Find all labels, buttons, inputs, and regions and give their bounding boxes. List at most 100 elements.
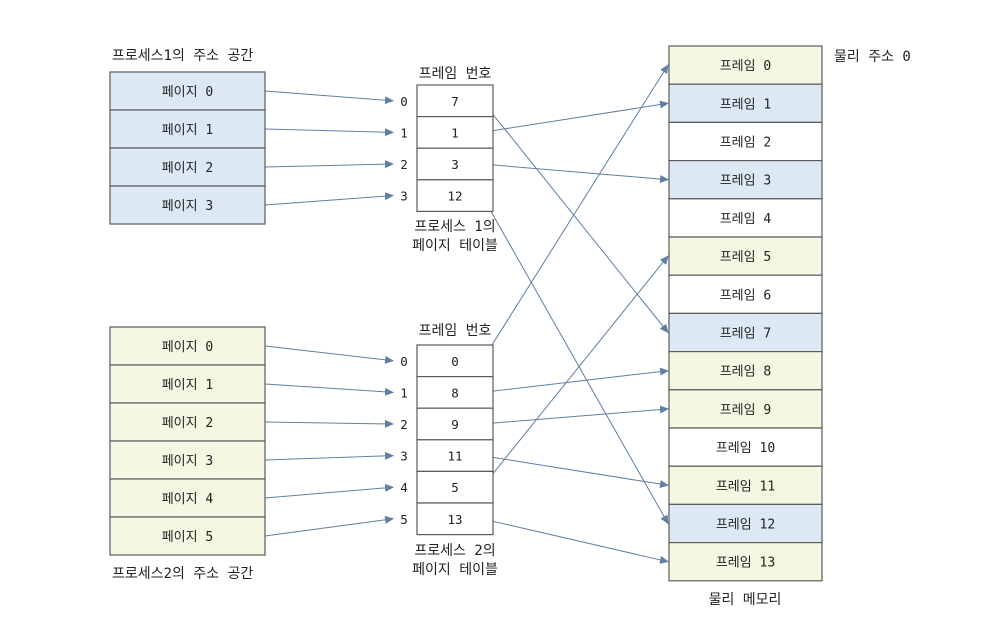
process2-page: 페이지 5 [109, 516, 266, 556]
memory-frame: 프레임 1 [668, 83, 823, 123]
memory-frame-label: 프레임 10 [716, 441, 775, 456]
process2-table-index: 3 [400, 449, 408, 464]
memory-frame-label: 프레임 7 [720, 327, 772, 342]
process1-page-to-table-arrow [264, 128, 394, 137]
process2-table-entry: 8 [416, 376, 494, 409]
memory-frame-label: 프레임 2 [720, 136, 772, 151]
process1-page-to-table-arrow [264, 160, 394, 169]
process2-page: 페이지 1 [109, 364, 266, 404]
process2-page-box [109, 440, 266, 480]
memory-frame: 프레임 10 [668, 427, 823, 467]
process2-title: 프로세스2의 주소 공간 [112, 566, 253, 582]
table1-caption-line2: 페이지 테이블 [412, 238, 498, 254]
table2-caption-line2: 페이지 테이블 [412, 562, 498, 578]
process2-table-frame-number: 11 [447, 449, 462, 464]
memory-frame: 프레임 8 [668, 351, 823, 391]
memory-frame-box [668, 121, 823, 162]
process2-table-frame-number: 13 [447, 512, 462, 527]
process2-table-frame-number: 9 [451, 417, 459, 432]
process2-page-label: 페이지 3 [162, 454, 214, 469]
process2-table-index: 0 [400, 354, 408, 369]
process2-page-label: 페이지 1 [162, 378, 214, 393]
process2-page-to-table-arrow [264, 419, 394, 428]
process1-table-entry: 7 [416, 84, 494, 118]
process1-page-box [109, 109, 266, 149]
process2-table-frame-number: 0 [451, 354, 459, 369]
process1-page: 페이지 1 [109, 109, 266, 149]
process2-page: 페이지 3 [109, 440, 266, 480]
table1-header: 프레임 번호 [419, 66, 492, 82]
process1-page-box [109, 185, 266, 225]
process1-page-label: 페이지 0 [162, 85, 214, 100]
memory-frame: 프레임 9 [668, 389, 823, 429]
memory-frame: 프레임 2 [668, 121, 823, 162]
memory-frame-label: 프레임 9 [720, 403, 772, 418]
memory-frame-label: 프레임 1 [720, 97, 772, 112]
memory-frame: 프레임 7 [668, 312, 823, 353]
memory-frame-label: 프레임 11 [716, 479, 775, 494]
process1-page-box [109, 71, 266, 111]
memory-frame-box [668, 274, 823, 315]
memory-frame-label: 프레임 3 [720, 174, 772, 189]
process2-table-index: 1 [400, 385, 408, 400]
memory-frame-label: 프레임 4 [720, 212, 772, 227]
process2-page-box [109, 516, 266, 556]
process1-page-to-table-arrow [264, 192, 394, 206]
memory-frame-box [668, 198, 823, 238]
process2-table-cell [416, 344, 494, 378]
memory-frame-label: 프레임 5 [720, 250, 772, 265]
process1-table-entry: 3 [416, 147, 494, 181]
process2-table-entry: 9 [416, 407, 494, 441]
process1-page-label: 페이지 3 [162, 199, 214, 214]
process1-table-index: 0 [400, 94, 408, 109]
process2-table-index: 5 [400, 512, 408, 527]
process1-page: 페이지 3 [109, 185, 266, 225]
process2-page-to-table-arrow [264, 515, 394, 537]
physical-memory-caption: 물리 메모리 [709, 592, 782, 608]
process1-table-to-frame-arrow [481, 100, 669, 133]
process2-page: 페이지 0 [109, 326, 266, 366]
table2-header: 프레임 번호 [419, 323, 492, 339]
process2-table-entry: 13 [416, 502, 494, 536]
process2-table-cell [416, 439, 494, 472]
memory-frame: 프레임 11 [668, 465, 823, 506]
process2-table-to-frame-arrow [481, 64, 669, 362]
process1-title: 프로세스1의 주소 공간 [112, 48, 253, 64]
process1-table-frame-number: 12 [447, 189, 462, 204]
process2-page-to-table-arrow [264, 345, 394, 364]
process2-page-box [109, 326, 266, 366]
memory-frame: 프레임 5 [668, 236, 823, 276]
memory-frame-box [668, 312, 823, 353]
process2-page-label: 페이지 0 [162, 340, 214, 355]
memory-frame-box [668, 351, 823, 391]
memory-frame: 프레임 13 [668, 541, 823, 582]
process2-table-to-frame-arrow [481, 518, 669, 564]
process1-table-to-frame-arrow [481, 195, 669, 525]
process2-table-to-frame-arrow [481, 455, 669, 488]
process2-table-to-frame-arrow [481, 255, 669, 488]
process1-page-box [109, 147, 266, 187]
process2-table-cell [416, 376, 494, 409]
memory-frame-label: 프레임 12 [716, 518, 775, 533]
process2-page: 페이지 2 [109, 402, 266, 442]
process2-table-to-frame-arrow [481, 367, 669, 393]
process1-page: 페이지 2 [109, 147, 266, 187]
process1-table-cell [416, 84, 494, 118]
process2-table-index: 4 [400, 480, 408, 495]
process2-table-frame-number: 5 [451, 480, 459, 495]
memory-frame: 프레임 12 [668, 503, 823, 544]
process1-page: 페이지 0 [109, 71, 266, 111]
process2-page-box [109, 478, 266, 518]
memory-frame-box [668, 503, 823, 544]
process1-table-cell [416, 179, 494, 213]
process1-table-to-frame-arrow [481, 100, 669, 334]
process2-page-box [109, 402, 266, 442]
memory-frame-label: 프레임 6 [720, 288, 772, 303]
process2-page-label: 페이지 2 [162, 416, 214, 431]
process2-page-label: 페이지 5 [162, 530, 214, 545]
memory-frame-box [668, 541, 823, 582]
process2-table-entry: 0 [416, 344, 494, 378]
process2-page-label: 페이지 4 [162, 492, 214, 507]
process2-page-to-table-arrow [264, 383, 394, 396]
process2-table-entry: 5 [416, 470, 494, 504]
